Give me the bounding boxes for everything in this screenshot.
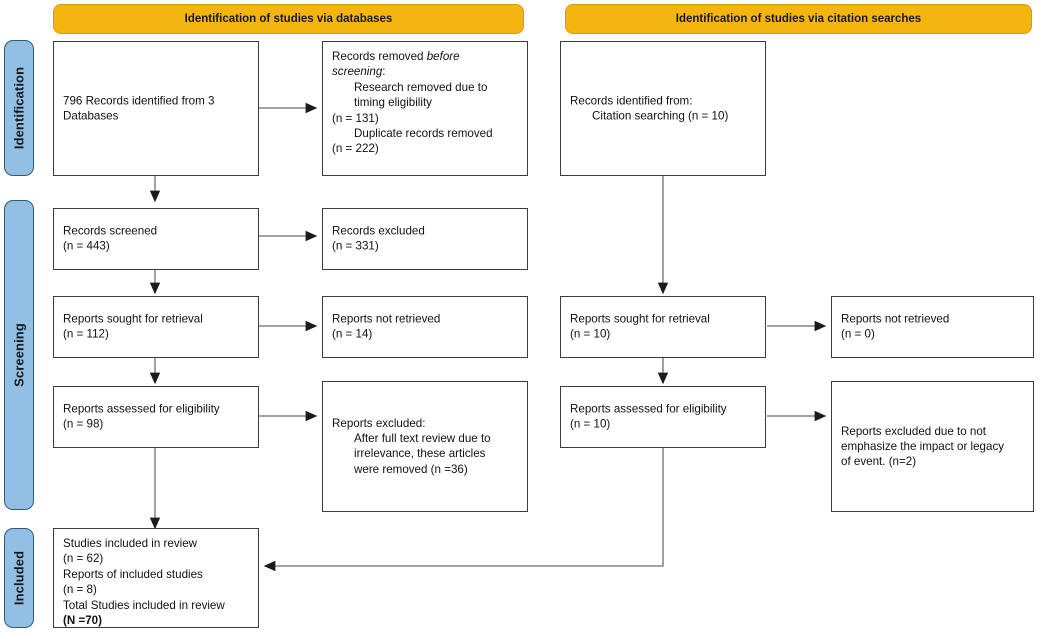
box-records-removed-sub1: Research removed due to	[354, 80, 488, 94]
phase-band-identification-label: Identification	[11, 66, 27, 150]
box-citation-reports-excluded: Reports excluded due to not emphasize th…	[831, 381, 1034, 512]
box-records-removed-line1: Records removed before	[332, 50, 460, 63]
box-reports-excluded: Reports excluded: After full text review…	[322, 381, 528, 512]
box-studies-included: Studies included in review (n = 62) Repo…	[53, 528, 259, 628]
box-records-identified-line1: 796 Records identified from 3	[63, 94, 215, 108]
box-records-screened: Records screened (n = 443)	[53, 208, 259, 270]
column-header-citation-label: Identification of studies via citation s…	[675, 13, 922, 25]
box-citation-reports-assessed: Reports assessed for eligibility (n = 10…	[560, 386, 766, 448]
box-records-excluded-line1: Records excluded	[332, 224, 425, 238]
box-citation-reports-assessed-line1: Reports assessed for eligibility	[570, 402, 727, 416]
column-header-databases: Identification of studies via databases	[53, 4, 524, 34]
box-studies-included-line3: Reports of included studies	[63, 567, 203, 581]
box-citation-reports-sought-line1: Reports sought for retrieval	[570, 312, 710, 326]
box-records-excluded: Records excluded (n = 331)	[322, 208, 528, 270]
box-reports-excluded-sub1: After full text review due to	[354, 432, 491, 446]
box-records-removed-sub4: Duplicate records removed	[354, 127, 493, 141]
box-citation-reports-assessed-line2: (n = 10)	[570, 418, 611, 431]
box-studies-included-line2: (n = 62)	[63, 552, 104, 566]
box-studies-included-line1: Studies included in review	[63, 537, 198, 550]
box-reports-excluded-line1: Reports excluded:	[332, 416, 426, 430]
box-citation-reports-not-retrieved-line1: Reports not retrieved	[841, 312, 950, 326]
box-citation-records-identified-line1: Records identified from:	[570, 94, 693, 108]
box-records-excluded-line2: (n = 331)	[332, 240, 379, 253]
box-records-removed-before-screening: Records removed before screening: Resear…	[322, 41, 528, 176]
box-citation-reports-not-retrieved: Reports not retrieved (n = 0)	[831, 296, 1034, 358]
phase-band-screening: Screening	[4, 200, 34, 510]
box-studies-included-line5: Total Studies included in review	[63, 598, 225, 612]
box-reports-assessed: Reports assessed for eligibility (n = 98…	[53, 386, 259, 448]
column-header-databases-label: Identification of studies via databases	[184, 13, 393, 25]
box-records-removed-sub2: timing eligibility	[354, 96, 432, 110]
box-records-screened-line2: (n = 443)	[63, 240, 110, 253]
box-records-identified: 796 Records identified from 3 Databases	[53, 41, 259, 176]
phase-band-included: Included	[4, 528, 34, 628]
phase-band-included-label: Included	[11, 550, 27, 606]
box-records-removed-sub5: (n = 222)	[332, 142, 379, 156]
box-reports-excluded-sub3: were removed (n =36)	[354, 462, 468, 476]
box-reports-not-retrieved-line2: (n = 14)	[332, 328, 373, 341]
box-citation-reports-not-retrieved-line2: (n = 0)	[841, 328, 875, 341]
phase-band-identification: Identification	[4, 40, 34, 176]
box-citation-reports-sought: Reports sought for retrieval (n = 10)	[560, 296, 766, 358]
box-citation-reports-excluded-line2: emphasize the impact or legacy	[841, 439, 1005, 453]
box-reports-not-retrieved: Reports not retrieved (n = 14)	[322, 296, 528, 358]
box-citation-reports-sought-line2: (n = 10)	[570, 328, 611, 341]
box-citation-records-identified-sub1: Citation searching (n = 10)	[592, 109, 729, 123]
box-records-removed-line2: screening:	[332, 65, 386, 79]
phase-band-screening-label: Screening	[11, 323, 27, 387]
box-reports-sought: Reports sought for retrieval (n = 112)	[53, 296, 259, 358]
box-studies-included-total: (N =70)	[63, 614, 102, 628]
column-header-citation: Identification of studies via citation s…	[565, 4, 1032, 34]
box-citation-reports-excluded-line1: Reports excluded due to not	[841, 424, 987, 438]
box-reports-assessed-line2: (n = 98)	[63, 418, 104, 431]
box-reports-assessed-line1: Reports assessed for eligibility	[63, 402, 220, 416]
box-records-removed-sub3: (n = 131)	[332, 111, 379, 125]
box-records-screened-line1: Records screened	[63, 224, 158, 238]
box-studies-included-line4: (n = 8)	[63, 583, 97, 597]
box-reports-not-retrieved-line1: Reports not retrieved	[332, 312, 441, 326]
box-reports-sought-line1: Reports sought for retrieval	[63, 312, 203, 326]
box-reports-excluded-sub2: irrelevance, these articles	[354, 447, 486, 461]
box-records-identified-line2: Databases	[63, 109, 119, 123]
box-citation-records-identified: Records identified from: Citation search…	[560, 41, 766, 176]
box-citation-reports-excluded-line3: of event. (n=2)	[841, 455, 917, 469]
box-reports-sought-line2: (n = 112)	[63, 328, 109, 341]
